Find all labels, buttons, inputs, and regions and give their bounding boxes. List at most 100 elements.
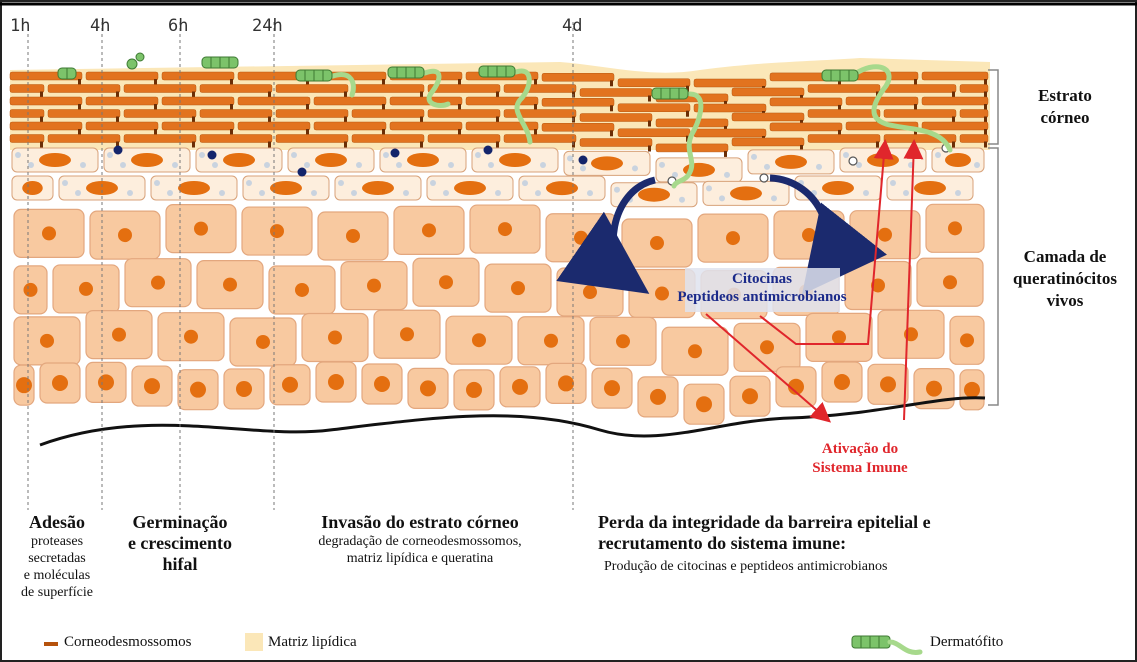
corneodesmosome	[686, 111, 689, 117]
cell-nucleus	[112, 328, 126, 342]
lipid-granule	[443, 190, 449, 196]
lipid-granule	[127, 190, 133, 196]
corneocyte	[542, 98, 614, 106]
corneocyte	[504, 85, 576, 93]
open-dot	[760, 174, 768, 182]
cell-nucleus	[511, 281, 525, 295]
corneodesmosome	[230, 104, 233, 110]
cell-nucleus	[914, 181, 946, 195]
corneodesmosome	[420, 142, 423, 148]
corneodesmosome	[648, 146, 651, 152]
lipid-granule	[75, 190, 81, 196]
cell-nucleus	[270, 181, 302, 195]
lipid-granule	[167, 190, 173, 196]
corneocyte	[808, 135, 880, 143]
corneocyte	[580, 139, 652, 147]
corneocyte	[390, 97, 462, 105]
keratinocyte-layer	[14, 204, 984, 424]
corneocyte	[352, 110, 424, 118]
lipid-granule	[719, 195, 725, 201]
cell-nucleus	[178, 181, 210, 195]
corneodesmosome	[496, 92, 499, 98]
lipid-granule	[219, 190, 225, 196]
conidium	[136, 53, 144, 61]
corneocyte	[10, 135, 44, 143]
cell-nucleus	[98, 374, 114, 390]
lipid-granule	[522, 180, 528, 186]
lipid-granule	[706, 185, 712, 191]
corneodesmosome	[724, 151, 727, 157]
lipid-granule	[903, 190, 909, 196]
signal-dot	[391, 149, 400, 158]
cell-nucleus	[822, 181, 854, 195]
corneodesmosome	[154, 79, 157, 85]
cell-nucleus	[295, 283, 309, 297]
lipid-granule	[764, 164, 770, 170]
cell-nucleus	[499, 153, 531, 167]
lipid-granule	[172, 162, 178, 168]
cell-nucleus	[591, 156, 623, 170]
cell-nucleus	[574, 231, 588, 245]
cell-nucleus	[726, 231, 740, 245]
lipid-granule	[890, 180, 896, 186]
corneodesmosome	[192, 92, 195, 98]
corneodesmosome	[268, 92, 271, 98]
lipid-granule	[974, 162, 980, 168]
cell-nucleus	[730, 186, 762, 200]
cell-nucleus	[878, 228, 892, 242]
cell-nucleus	[802, 228, 816, 242]
lipid-granule	[15, 152, 21, 158]
cell-nucleus	[184, 330, 198, 344]
corneodesmosome	[78, 129, 81, 135]
corneocyte	[200, 85, 272, 93]
corneodesmosome	[78, 104, 81, 110]
corneocyte	[580, 89, 652, 97]
cell-nucleus	[650, 389, 666, 405]
corneodesmosome	[534, 129, 537, 135]
cell-nucleus	[466, 382, 482, 398]
lipid-granule	[396, 162, 402, 168]
lipid-granule	[154, 180, 160, 186]
cell-nucleus	[223, 278, 237, 292]
signal-dot	[298, 168, 307, 177]
corneocyte	[86, 72, 158, 80]
cell-nucleus	[616, 334, 630, 348]
lipid-granule	[751, 154, 757, 160]
corneocyte	[276, 85, 348, 93]
corneocyte	[314, 122, 386, 130]
cell-nucleus	[52, 375, 68, 391]
cell-nucleus	[650, 236, 664, 250]
conidium	[127, 59, 137, 69]
legend-corneodesmosome-swatch	[44, 642, 58, 646]
lipid-granule	[304, 162, 310, 168]
corneodesmosome	[420, 117, 423, 123]
corneodesmosome	[40, 117, 43, 123]
corneocyte	[618, 129, 690, 137]
lipid-granule	[291, 152, 297, 158]
cell-nucleus	[454, 181, 486, 195]
legend-lipid-swatch	[245, 633, 263, 651]
corneodesmosome	[952, 92, 955, 98]
cell-nucleus	[236, 381, 252, 397]
corneocyte	[390, 122, 462, 130]
lipid-granule	[351, 190, 357, 196]
signal-dot	[208, 151, 217, 160]
cell-nucleus	[964, 382, 980, 398]
corneodesmosome	[496, 117, 499, 123]
corneocyte	[276, 110, 348, 118]
cell-nucleus	[498, 222, 512, 236]
lipid-granule	[816, 164, 822, 170]
corneodesmosome	[458, 104, 461, 110]
corneodesmosome	[344, 117, 347, 123]
corneocyte	[276, 135, 348, 143]
lipid-granule	[495, 190, 501, 196]
corneodesmosome	[382, 129, 385, 135]
time-label-4h: 4h	[90, 16, 110, 36]
corneocyte	[922, 122, 988, 130]
corneodesmosome	[192, 142, 195, 148]
corneocyte	[808, 85, 880, 93]
lipid-granule	[843, 152, 849, 158]
lipid-granule	[724, 172, 730, 178]
cell-nucleus	[880, 376, 896, 392]
cell-nucleus	[834, 374, 850, 390]
